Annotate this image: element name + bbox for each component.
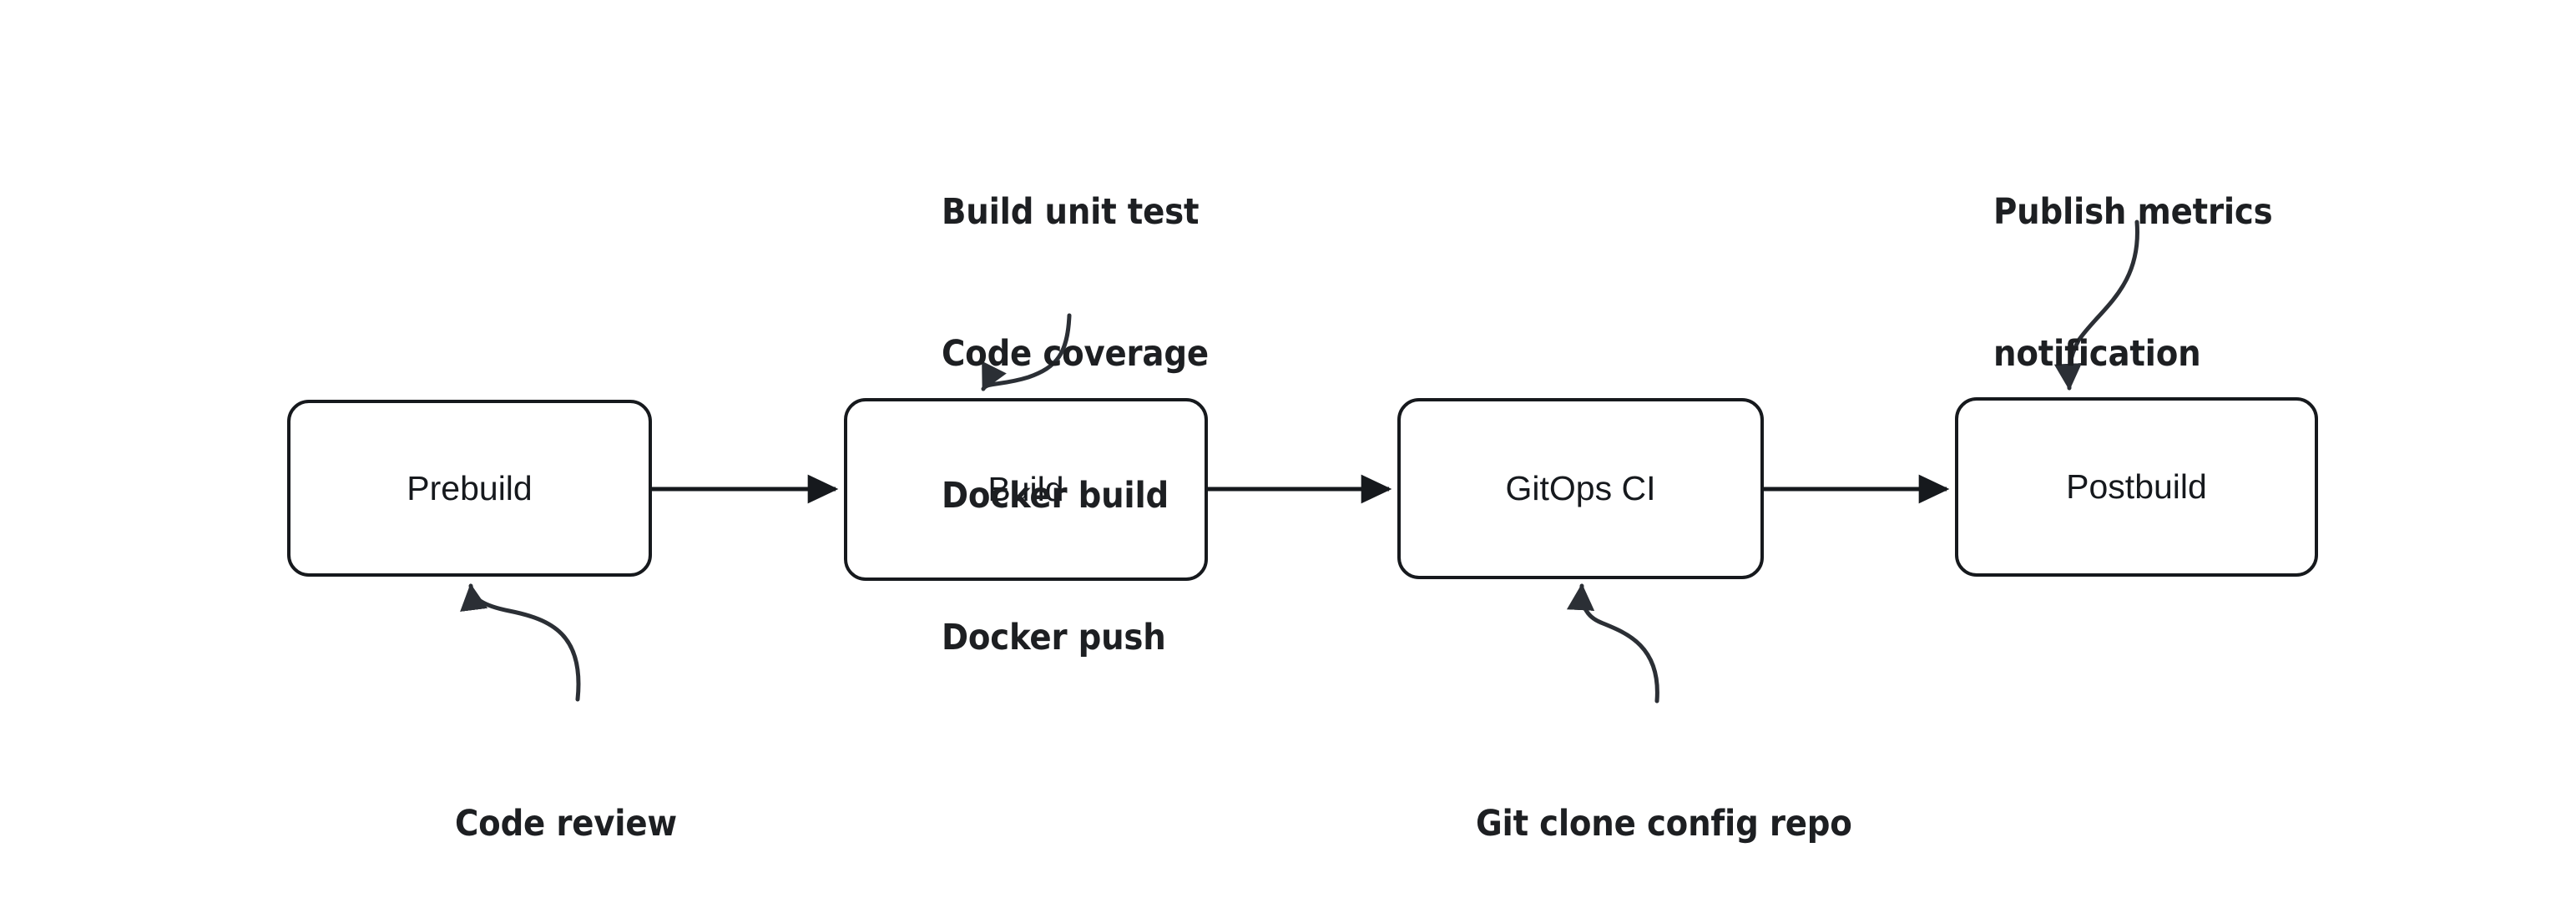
- leader-line-postbuild: [2053, 219, 2139, 391]
- annotation-build-line-2: Code coverage: [942, 332, 1209, 375]
- stage-box-build[interactable]: Build: [844, 398, 1208, 581]
- annotation-postbuild-line-2: notification: [1993, 332, 2201, 375]
- leader-line-gitops: [1566, 583, 1659, 704]
- annotation-gitops-line-1: Git clone config repo: [1476, 802, 1852, 845]
- annotation-prebuild-tasks: Code review Vulnerability scan Code anal…: [455, 705, 780, 918]
- leader-line-build: [981, 313, 1072, 391]
- annotation-prebuild-line-1: Code review: [455, 802, 677, 845]
- annotation-gitops-tasks: Git clone config repo Update manifests G…: [1476, 705, 1852, 918]
- annotation-postbuild-line-1: Publish metrics: [1993, 190, 2273, 233]
- stage-box-prebuild[interactable]: Prebuild: [287, 400, 652, 577]
- stage-box-postbuild[interactable]: Postbuild: [1955, 397, 2318, 577]
- annotation-build-line-1: Build unit test: [942, 190, 1200, 233]
- annotation-postbuild-tasks: Publish metrics notification: [1993, 93, 2273, 472]
- annotation-build-tasks: Build unit test Code coverage Docker bui…: [942, 93, 1209, 757]
- stage-label-gitops-ci: GitOps CI: [1505, 469, 1656, 507]
- annotation-build-line-3: Docker build: [942, 475, 1169, 517]
- stage-label-prebuild: Prebuild: [407, 468, 533, 507]
- leader-line-prebuild: [460, 583, 581, 702]
- stage-box-gitops-ci[interactable]: GitOps CI: [1397, 398, 1764, 579]
- stage-label-postbuild: Postbuild: [2066, 467, 2207, 506]
- stage-label-build: Build: [987, 470, 1064, 508]
- annotation-build-line-4: Docker push: [942, 617, 1166, 659]
